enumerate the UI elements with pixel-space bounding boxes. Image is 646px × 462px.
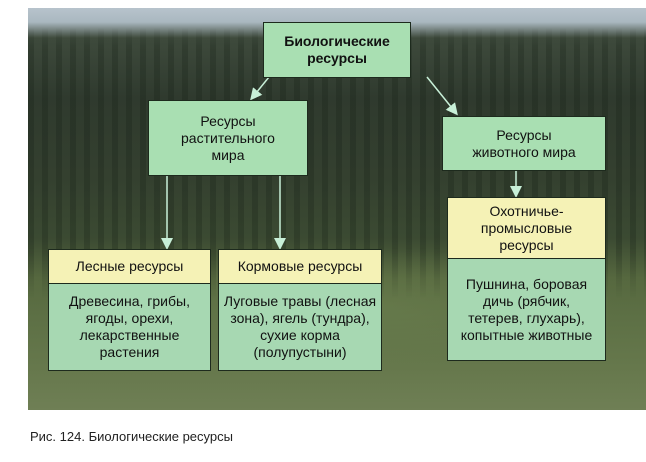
root-node: Биологические ресурсы [263,22,411,78]
feed-body: Луговые травы (лесная зона), ягель (тунд… [218,283,382,371]
forest-body: Древесина, грибы, ягоды, орехи, лекарств… [48,283,211,371]
forest-title: Лесные ресурсы [48,249,211,284]
arrow-root-animal [426,76,458,116]
hunting-title: Охотничье-промысловые ресурсы [447,197,606,259]
plant-node: Ресурсы растительного мира [148,100,308,176]
arrow-root-plant [250,76,270,101]
feed-title: Кормовые ресурсы [218,249,382,284]
hunting-body: Пушнина, боровая дичь (рябчик, тетерев, … [447,258,606,361]
figure-caption: Рис. 124. Биологические ресурсы [30,429,233,444]
animal-node: Ресурсы животного мира [442,116,606,171]
